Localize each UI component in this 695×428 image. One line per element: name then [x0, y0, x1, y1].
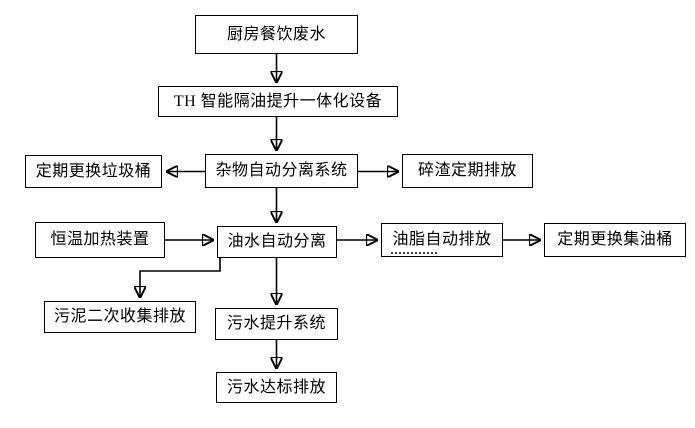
node-sludge-secondary-collection: 污泥二次收集排放: [44, 301, 196, 333]
node-grease-auto-discharge-label: 油脂自动排放: [392, 231, 492, 248]
node-debris-auto-separation: 杂物自动分离系统: [205, 154, 358, 188]
node-sludge-secondary-collection-label: 污泥二次收集排放: [53, 308, 186, 325]
node-constant-temp-heater: 恒温加热装置: [35, 222, 165, 258]
node-kitchen-wastewater-label: 厨房餐饮废水: [226, 25, 326, 43]
node-grease-auto-discharge: 油脂自动排放: [381, 223, 503, 257]
node-replace-trash-bin-label: 定期更换垃圾桶: [35, 162, 152, 180]
node-sewage-standard-discharge-label: 污水达标排放: [226, 378, 326, 396]
node-oil-water-separation: 油水自动分离: [217, 226, 337, 258]
node-sewage-lift-system-label: 污水提升系统: [226, 315, 326, 332]
node-th-integrated-device-label: TH 智能隔油提升一体化设备: [173, 92, 383, 110]
node-constant-temp-heater-label: 恒温加热装置: [50, 231, 150, 248]
node-sewage-lift-system: 污水提升系统: [215, 308, 338, 340]
node-replace-oil-barrel-label: 定期更换集油桶: [557, 231, 673, 248]
node-kitchen-wastewater: 厨房餐饮废水: [195, 15, 358, 54]
node-debris-auto-separation-label: 杂物自动分离系统: [215, 162, 348, 179]
node-residue-periodic-discharge-label: 碎渣定期排放: [417, 162, 517, 179]
arrow-oilwater-to-sludge: [140, 258, 221, 297]
node-oil-water-separation-label: 油水自动分离: [227, 233, 327, 250]
node-replace-oil-barrel: 定期更换集油桶: [544, 223, 686, 257]
spellcheck-underline: [391, 252, 437, 254]
node-residue-periodic-discharge: 碎渣定期排放: [402, 154, 533, 188]
node-th-integrated-device: TH 智能隔油提升一体化设备: [158, 86, 398, 117]
node-sewage-standard-discharge: 污水达标排放: [216, 372, 337, 403]
node-replace-trash-bin: 定期更换垃圾桶: [25, 155, 162, 188]
